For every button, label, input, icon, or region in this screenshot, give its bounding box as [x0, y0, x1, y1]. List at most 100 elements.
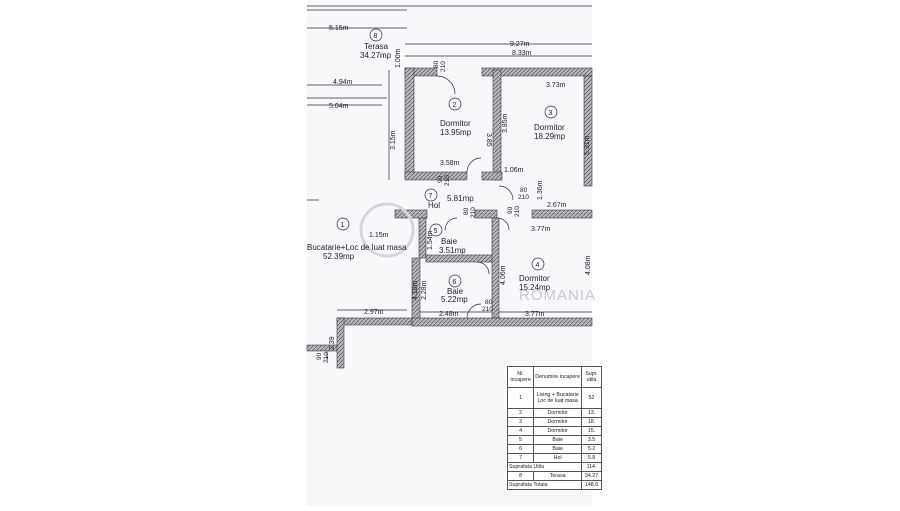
cell-area: 52 — [581, 387, 602, 409]
room-4-name: Dormitor — [519, 274, 550, 283]
room-3-number: 3 — [549, 110, 553, 117]
door-width: 80 — [485, 299, 493, 306]
door-labels: 80 210 90 210 80 210 80 210 90 210 80 21… — [316, 60, 529, 363]
table-row: 1 Living + Bucatarie Loc de luat masa 52 — [506, 387, 602, 409]
dim-label: 5.15m — [329, 25, 349, 32]
door-height: 210 — [444, 175, 451, 186]
col-header-area: Supr. utila — [581, 366, 602, 388]
summary-area: 148.6 — [581, 480, 602, 490]
dim-label: 3.77m — [525, 311, 545, 318]
summary-label: Suprafata Utila — [506, 462, 583, 472]
room-3-area: 18.29mp — [534, 132, 566, 141]
room-area-table: Nr. incapere Denumire incapere Supr. uti… — [506, 366, 602, 490]
table-row: 7 Hol 5.8 — [506, 453, 602, 463]
room-8-number: 8 — [374, 33, 378, 40]
room-6-number: 6 — [453, 279, 457, 286]
room-8-name: Terasa — [364, 42, 389, 51]
col-header-name: Denumire incapere — [533, 366, 583, 388]
room-4-area: 15.24mp — [519, 283, 551, 292]
summary-label: Terasa — [533, 471, 583, 481]
dim-label: 4.94m — [333, 79, 353, 86]
cell-area: 18. — [581, 417, 602, 427]
dim-label: 4.06m — [500, 265, 507, 285]
room-2-number: 2 — [453, 102, 457, 109]
dim-label: 1.06m — [504, 167, 524, 174]
room-8-area: 34.27mp — [360, 51, 392, 60]
dim-label: 1.00m — [395, 48, 402, 68]
cell-nr: 7 — [506, 453, 535, 463]
room-5-number: 5 — [434, 228, 438, 235]
dim-label: 1.15m — [369, 232, 389, 239]
walls — [306, 67, 593, 369]
room-5-name: Baie — [441, 237, 458, 246]
dim-label: 4.08m — [585, 255, 592, 275]
room-7-number: 7 — [429, 193, 433, 200]
dim-label: 3.15m — [390, 130, 397, 150]
door-height: 210 — [440, 61, 447, 72]
room-6-area: 5.22mp — [441, 295, 468, 304]
door-width: 90 — [507, 206, 514, 214]
door-height: 210 — [482, 306, 493, 313]
watermark-logo — [359, 202, 415, 258]
summary-row: 8 Terasa 34.27 — [506, 471, 602, 481]
table-row: 4 Dormitor 15. — [506, 426, 602, 436]
dimension-labels: 5.15m 9.27m 8.33m 4.94m 5.04m 3.73m 3.58… — [329, 25, 592, 350]
table-row: 3 Dormitor 18. — [506, 417, 602, 427]
dim-label: 1.54m — [427, 230, 434, 250]
col-header-nr: Nr. incapere — [506, 366, 535, 388]
floor-plan-drawing: ROMANIA 8 Terasa 34.27mp 2 Dormitor 13.9… — [306, 5, 595, 369]
door-height: 210 — [470, 207, 477, 218]
cell-area: 5.2 — [581, 444, 602, 454]
dim-label: 3.85m — [502, 113, 509, 133]
dim-label: 2.67m — [547, 202, 567, 209]
cell-area: 13. — [581, 408, 602, 418]
door-swings — [307, 75, 514, 319]
dim-label: 8.33m — [512, 50, 532, 57]
table-row: 5 Baie 3.5 — [506, 435, 602, 445]
cell-name: Living + Bucatarie Loc de luat masa — [533, 387, 583, 409]
cell-area: 15. — [581, 426, 602, 436]
door-width: 90 — [437, 175, 444, 183]
door-width: 80 — [433, 60, 440, 68]
door-height: 210 — [514, 206, 521, 217]
cell-nr: 5 — [506, 435, 535, 445]
cell-name: Baie — [533, 435, 583, 445]
door-width: 90 — [316, 352, 323, 360]
cell-nr: 4 — [506, 426, 535, 436]
cell-name: Hol — [533, 453, 583, 463]
room-7-area: 5.81mp — [447, 194, 474, 203]
watermark-text: ROMANIA — [519, 287, 596, 304]
dim-label: 5.04m — [329, 103, 349, 110]
room-7-name: Hol — [428, 201, 440, 210]
room-1-number: 1 — [341, 222, 345, 229]
dim-label: 5.31m — [584, 135, 591, 155]
dim-label: 9.27m — [510, 41, 530, 48]
door-height: 210 — [323, 352, 330, 363]
room-5-area: 3.51mp — [439, 246, 466, 255]
cell-area: 3.5 — [581, 435, 602, 445]
cell-name: Dormitor — [533, 408, 583, 418]
dim-label: 3.77m — [531, 226, 551, 233]
room-1-name: Bucatarie+Loc de luat masa — [307, 243, 407, 252]
summary-area: 114. — [581, 462, 602, 472]
room-2-area: 13.95mp — [440, 128, 472, 137]
room-6-name: Baie — [447, 287, 464, 296]
dim-label: 2.28m — [421, 280, 428, 300]
dim-label: 3.73m — [546, 82, 566, 89]
door-height: 210 — [518, 194, 529, 201]
room-3-name: Dormitor — [534, 123, 565, 132]
cell-nr: 3 — [506, 417, 535, 427]
dim-label: 3.85 — [485, 133, 492, 147]
dim-label: 2.39 — [329, 336, 336, 350]
table-row: 6 Baie 5.2 — [506, 444, 602, 454]
room-number-circles — [336, 28, 558, 288]
table-row: 2 Dormitor 13. — [506, 408, 602, 418]
cell-nr: 2 — [506, 408, 535, 418]
cell-name: Dormitor — [533, 417, 583, 427]
summary-row: Suprafata Utila 114. — [506, 462, 602, 472]
dim-label: 1.36m — [537, 180, 544, 200]
room-4-number: 4 — [536, 262, 540, 269]
table-header-row: Nr. incapere Denumire incapere Supr. uti… — [506, 366, 602, 388]
door-width: 80 — [520, 187, 528, 194]
door-width: 80 — [463, 207, 470, 215]
